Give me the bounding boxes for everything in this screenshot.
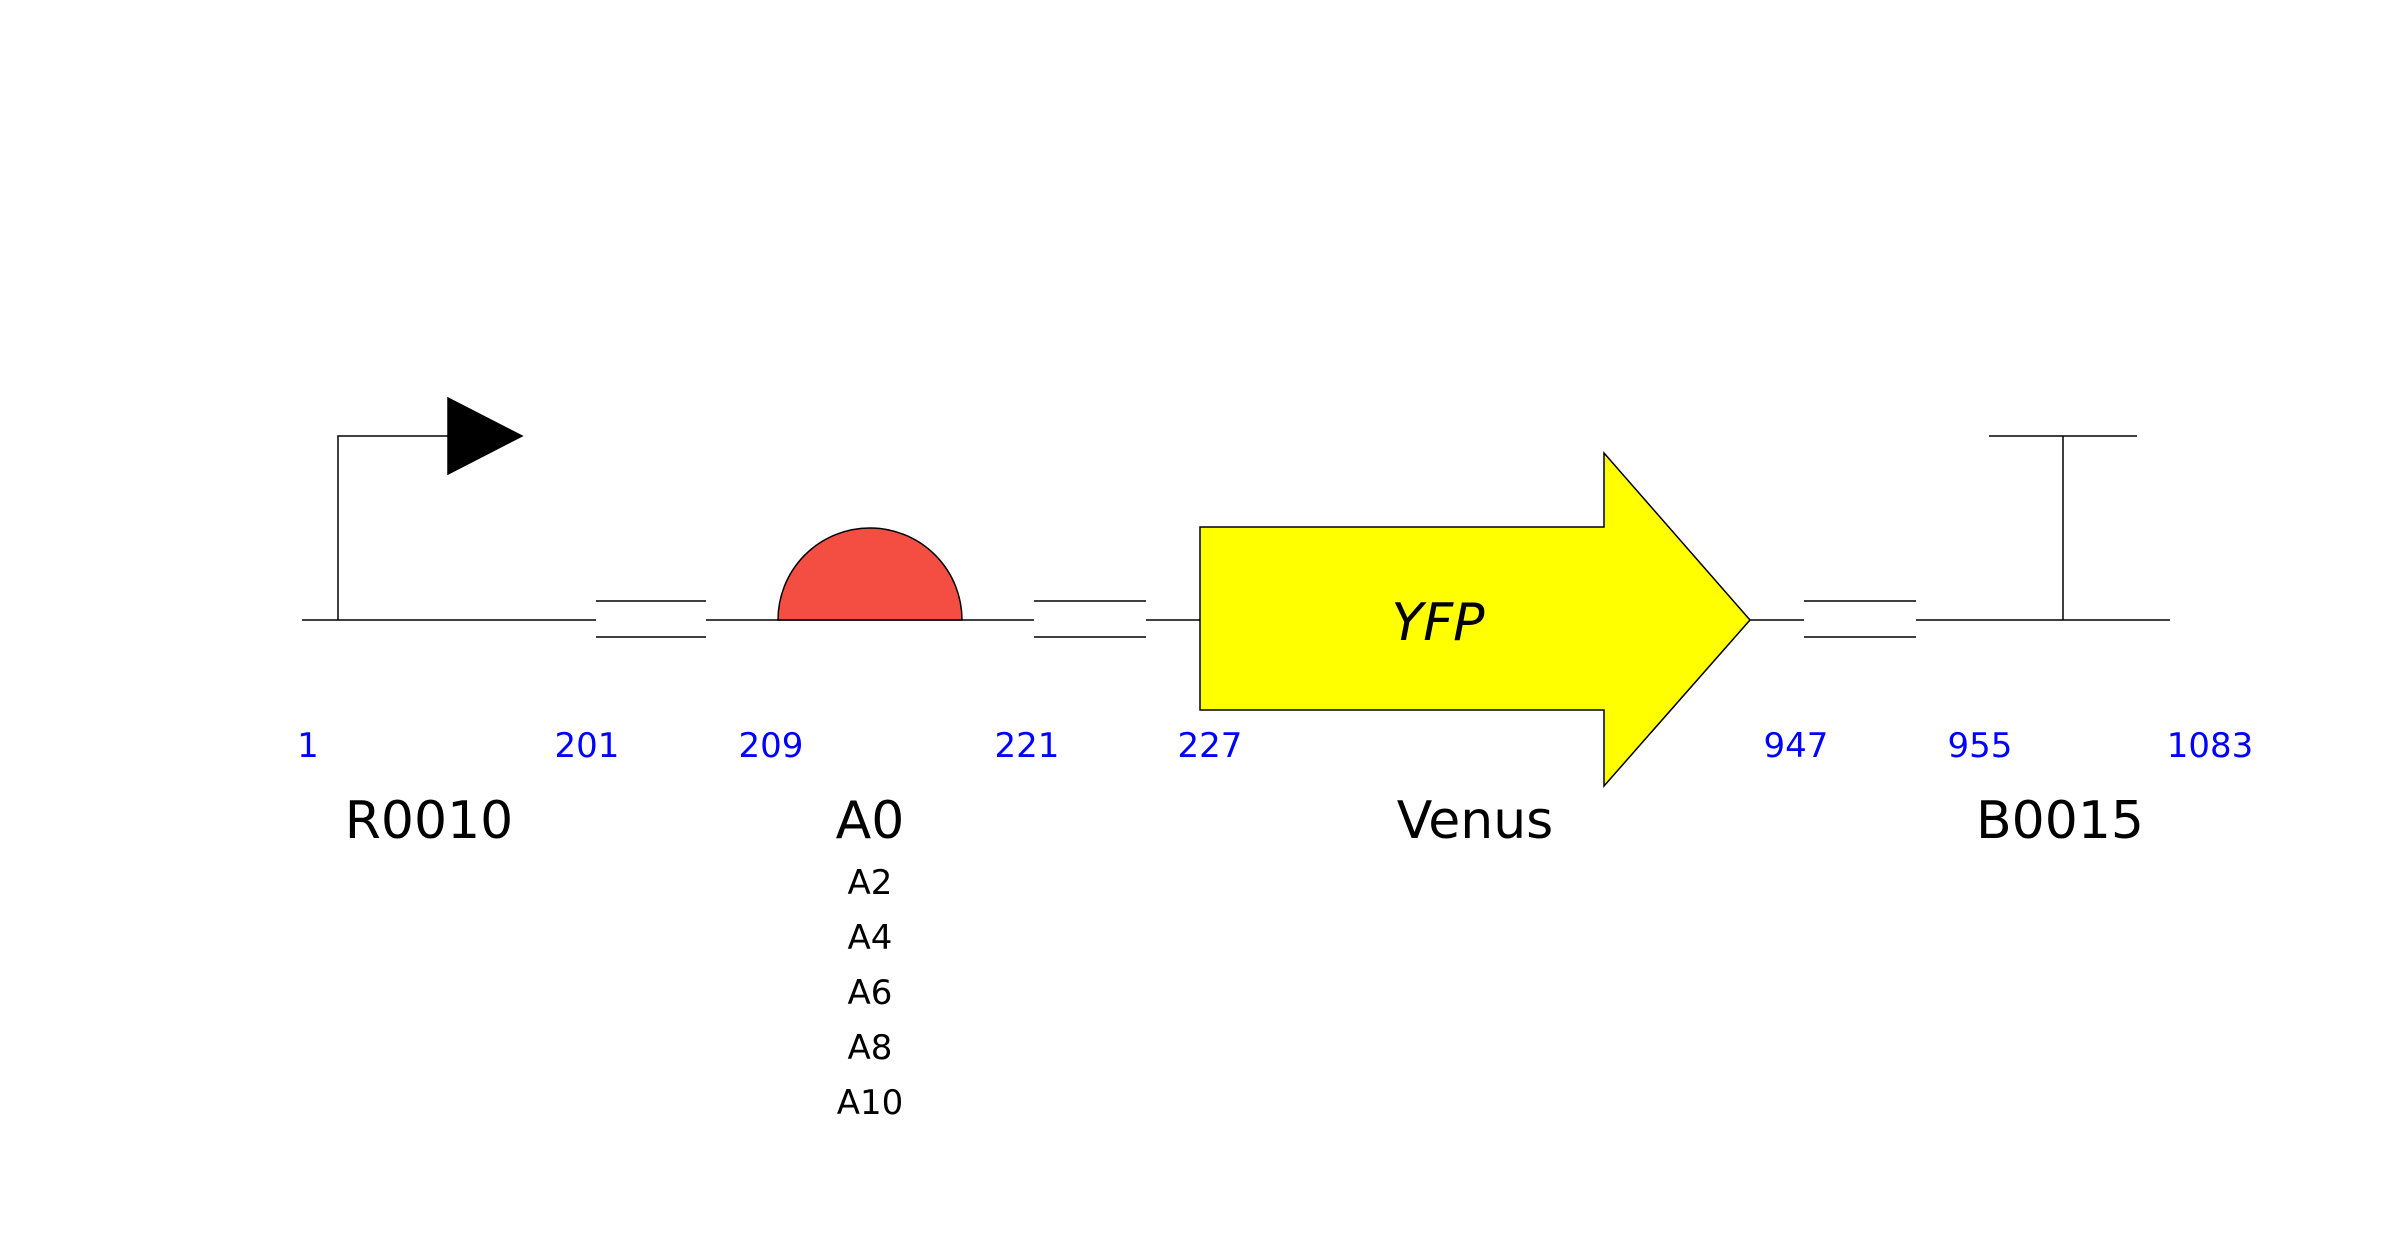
position-label: 221 [995, 726, 1060, 766]
position-label: 201 [555, 726, 620, 766]
position-label: 209 [739, 726, 804, 766]
promoter-stem [337, 435, 448, 620]
terminator-label: B0015 [1976, 791, 2144, 851]
cds-label: Venus [1397, 791, 1554, 851]
rbs-variant-label: A8 [848, 1028, 893, 1068]
scar [1034, 600, 1146, 638]
rbs-label: A0 [836, 791, 905, 851]
position-labels: 1 201 209 221 227 947 955 1083 [297, 726, 2253, 766]
rbs-variant-label: A2 [848, 863, 893, 903]
rbs-variant-label: A4 [848, 918, 893, 958]
rbs-variant-label: A6 [848, 973, 893, 1013]
position-label: 955 [1948, 726, 2013, 766]
scar [1804, 600, 1916, 638]
rbs-glyph [777, 527, 963, 621]
position-label: 1 [297, 726, 319, 766]
rbs-variant-list: A2 A4 A6 A8 A10 [837, 863, 904, 1123]
cds-inner-label: YFP [1391, 593, 1485, 653]
position-label: 947 [1764, 726, 1829, 766]
part-labels: R0010 A0 Venus B0015 [345, 791, 2144, 851]
scar [596, 600, 706, 638]
rbs-variant-label: A10 [837, 1083, 904, 1123]
promoter-arrowhead [447, 396, 524, 476]
cds-glyph [1199, 451, 1751, 788]
terminator-glyph [1989, 435, 2137, 620]
promoter-glyph [337, 396, 524, 620]
position-label: 1083 [2167, 726, 2254, 766]
promoter-label: R0010 [345, 791, 513, 851]
position-label: 227 [1178, 726, 1243, 766]
